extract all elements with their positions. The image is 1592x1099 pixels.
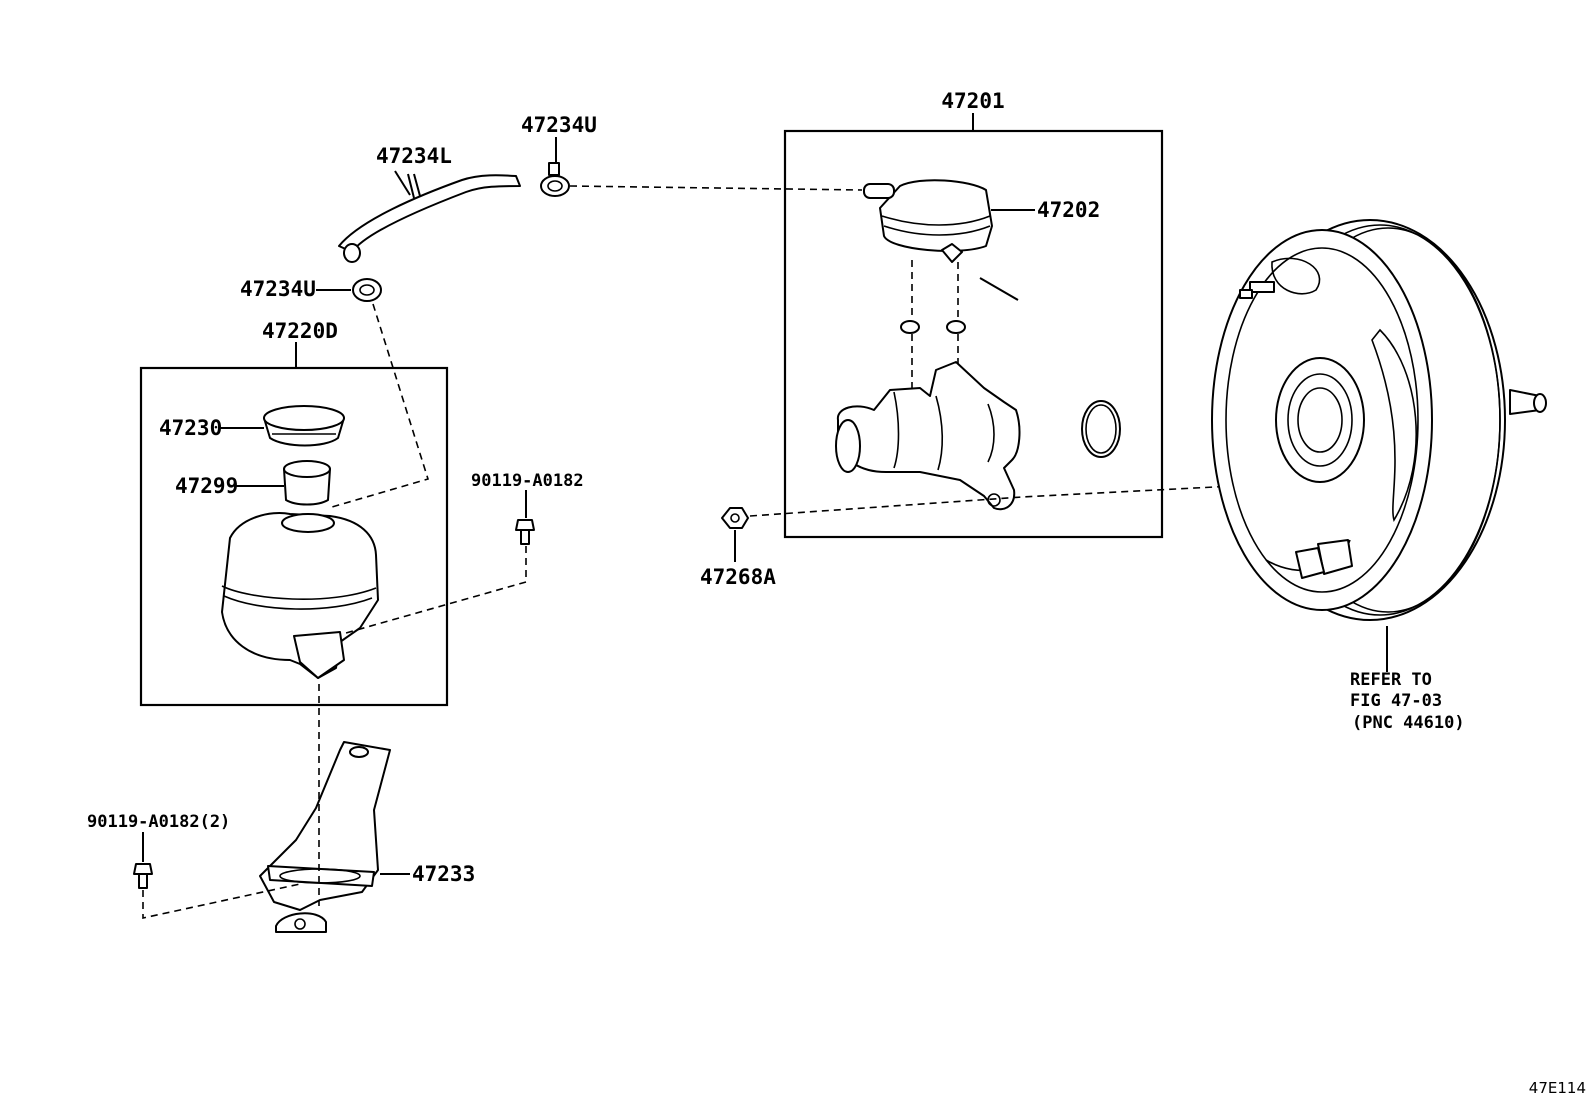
label-47202: 47202 [1037, 198, 1100, 222]
clip-47234U-top [540, 162, 570, 197]
label-47201: 47201 [941, 89, 1004, 113]
bolt-90119-A0182-2 [133, 863, 153, 889]
label-47234U-left: 47234U [240, 277, 316, 301]
label-90119-A0182-2: 90119-A0182(2) [87, 812, 230, 832]
bracket-47233 [259, 741, 391, 933]
refer-line-2: FIG 47-03 [1350, 691, 1442, 711]
label-47234U-top: 47234U [521, 113, 597, 137]
assembly-box-47220D [139, 366, 449, 707]
nut-47268A [721, 507, 749, 529]
hose-47234L [338, 173, 521, 263]
label-47268A: 47268A [700, 565, 776, 589]
reservoir-tank [221, 512, 379, 679]
label-47299: 47299 [175, 474, 238, 498]
o-ring [1081, 400, 1121, 458]
master-cylinder-body [835, 361, 1021, 511]
reservoir-47202 [863, 179, 993, 263]
label-90119-A0182: 90119-A0182 [471, 471, 584, 491]
brake-booster [1211, 219, 1547, 621]
grommet-right [946, 320, 966, 334]
strainer-47299 [283, 460, 331, 506]
clip-47234U-left [352, 278, 382, 302]
label-47220D: 47220D [262, 319, 338, 343]
refer-line-3: (PNC 44610) [1352, 713, 1465, 733]
figure-code: 47E114 [1529, 1079, 1586, 1097]
reservoir-cap-47230 [263, 405, 345, 447]
label-47230: 47230 [159, 416, 222, 440]
refer-line-1: REFER TO [1350, 670, 1432, 690]
grommet-left [900, 320, 920, 334]
bolt-90119-A0182 [515, 519, 535, 545]
label-47234L: 47234L [376, 144, 452, 168]
label-47233: 47233 [412, 862, 475, 886]
